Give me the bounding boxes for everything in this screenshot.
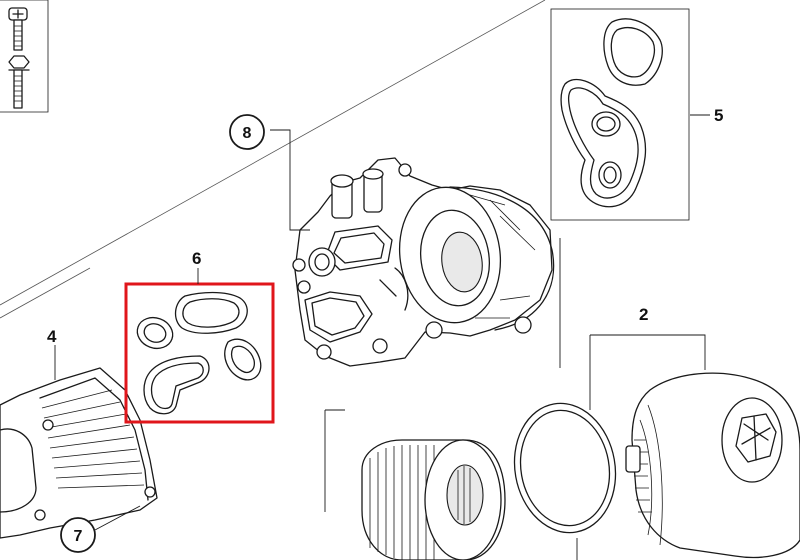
svg-text:4: 4 <box>47 327 57 346</box>
svg-text:8: 8 <box>243 125 252 142</box>
hex-bolt-icon <box>8 55 30 109</box>
o-ring <box>513 402 617 534</box>
oil-cooler-4 <box>0 367 158 539</box>
gasket-set-5 <box>550 8 690 221</box>
svg-text:5: 5 <box>714 106 723 125</box>
gasket-set-6 <box>136 291 262 415</box>
svg-text:2: 2 <box>639 305 648 324</box>
callout-6: 6 <box>192 249 201 268</box>
oil-filter-housing-8 <box>292 157 555 367</box>
callout-8: 8 <box>229 114 265 150</box>
highlight-box <box>124 282 275 424</box>
separator-lines <box>0 0 546 319</box>
svg-text:6: 6 <box>192 249 201 268</box>
bolt-box <box>0 0 49 113</box>
callout-5: 5 <box>714 106 723 125</box>
callout-4: 4 <box>47 327 57 346</box>
leader-lines <box>54 114 710 560</box>
torx-bolt-icon <box>8 7 28 51</box>
callout-7: 7 <box>60 517 96 553</box>
filter-cover-2 <box>625 372 800 559</box>
filter-cartridge <box>361 439 506 560</box>
callout-2: 2 <box>639 305 648 324</box>
svg-text:7: 7 <box>74 528 83 545</box>
